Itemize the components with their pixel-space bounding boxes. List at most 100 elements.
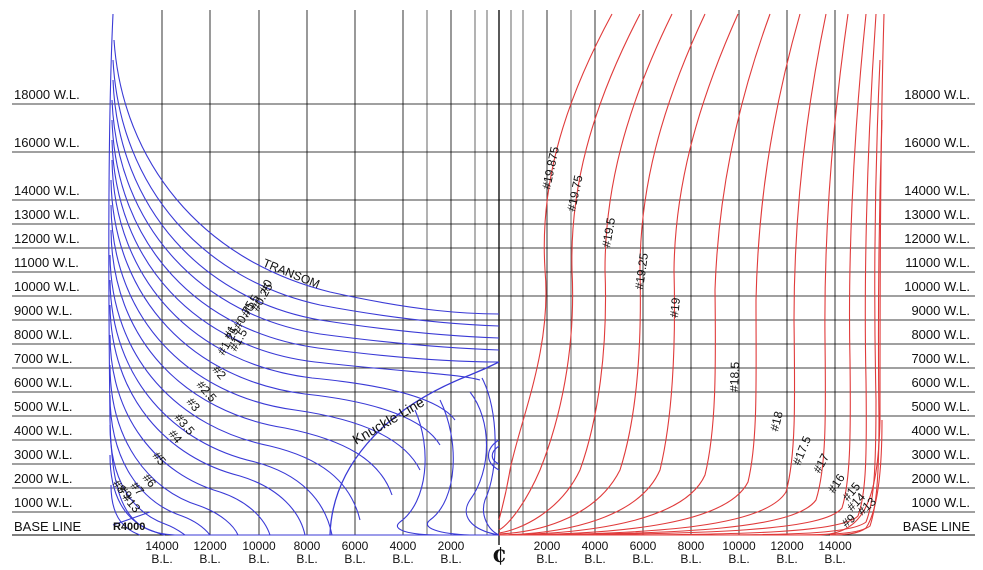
buttock-label-value: 4000 — [582, 539, 609, 553]
station-label-5: #5 — [150, 449, 170, 468]
buttock-label-unit: B.L. — [392, 552, 413, 565]
station-curve-16 — [498, 13, 867, 536]
station-curve-centre — [487, 439, 500, 471]
waterline-label: 6000 W.L. — [911, 375, 970, 390]
r4000-label: R4000 — [113, 521, 145, 533]
station-curve-9 — [829, 419, 883, 536]
station-curve-centre — [427, 399, 471, 536]
waterline-label: 1000 W.L. — [14, 495, 73, 510]
waterline-label: 12000 W.L. — [904, 231, 970, 246]
buttock-label-value: 2000 — [534, 539, 561, 553]
buttock-label-value: 6000 — [630, 539, 657, 553]
waterline-label: 8000 W.L. — [911, 327, 970, 342]
waterline-label: 14000 W.L. — [14, 183, 80, 198]
station-curve-18 — [498, 13, 801, 536]
waterline-label: 14000 W.L. — [904, 183, 970, 198]
buttock-label-unit: B.L. — [728, 552, 749, 565]
waterline-label: 7000 W.L. — [911, 351, 970, 366]
buttock-label-unit: B.L. — [199, 552, 220, 565]
station-label-17: #17 — [810, 451, 832, 476]
station-curve-9 — [109, 454, 166, 536]
waterline-label: 13000 W.L. — [904, 207, 970, 222]
buttock-label-value: 10000 — [242, 539, 276, 553]
waterline-label: 11000 W.L. — [905, 255, 970, 270]
station-curve-1 — [111, 139, 481, 381]
waterline-label: 18000 W.L. — [14, 87, 80, 102]
aft-station-labels: TRANSOM #0 #0.25 #0.5 #0.75 #1 #1.25 #1.… — [110, 256, 427, 533]
waterline-label: 8000 W.L. — [14, 327, 73, 342]
waterline-label: 11000 W.L. — [14, 255, 79, 270]
buttock-label-unit: B.L. — [584, 552, 605, 565]
waterline-labels-left: BASE LINE 1000 W.L. 2000 W.L. 3000 W.L. 4000… — [14, 87, 82, 534]
station-curve-7 — [109, 394, 211, 536]
station-label-9: #9 — [839, 511, 858, 531]
buttock-label-unit: B.L. — [151, 552, 172, 565]
station-curve-centre — [491, 445, 500, 465]
station-curve-centre — [397, 409, 441, 536]
buttock-label-unit: B.L. — [680, 552, 701, 565]
waterline-label: 5000 W.L. — [14, 399, 73, 414]
buttock-label-value: 6000 — [342, 539, 369, 553]
waterline-label: 4000 W.L. — [911, 423, 970, 438]
buttock-label-unit: B.L. — [248, 552, 269, 565]
station-curve-15 — [599, 13, 877, 536]
waterline-label: 4000 W.L. — [14, 423, 73, 438]
station-label-0: #0 — [256, 277, 275, 296]
waterline-label: 3000 W.L. — [14, 447, 73, 462]
buttock-grid — [161, 10, 836, 545]
buttock-label-value: 8000 — [678, 539, 705, 553]
waterline-label: BASE LINE — [903, 519, 971, 534]
station-curve-0.5 — [111, 99, 500, 351]
station-label-19: #19 — [667, 297, 683, 319]
waterline-label: 9000 W.L. — [911, 303, 970, 318]
buttock-label-value: 8000 — [294, 539, 321, 553]
station-curve-centre — [465, 391, 500, 536]
station-curve-transom — [113, 39, 500, 315]
aft-station-curves — [108, 13, 500, 536]
station-curve-3 — [109, 254, 361, 521]
station-curve-18.5 — [498, 13, 771, 536]
buttock-label-unit: B.L. — [296, 552, 317, 565]
buttock-label-value: 10000 — [722, 539, 756, 553]
station-curve-13 — [779, 119, 883, 536]
r4000-arc — [112, 511, 151, 526]
waterline-label: 2000 W.L. — [14, 471, 73, 486]
waterline-label: 6000 W.L. — [14, 375, 73, 390]
station-curve-17.5 — [498, 13, 827, 536]
station-curve-1.5 — [110, 179, 441, 446]
station-label-2: #2 — [210, 363, 230, 382]
buttock-label-value: 14000 — [818, 539, 852, 553]
waterline-label: 10000 W.L. — [14, 279, 80, 294]
station-curve-6 — [109, 364, 239, 536]
waterline-label: 18000 W.L. — [904, 87, 970, 102]
station-curve-0.25 — [112, 79, 500, 339]
station-curve-4 — [109, 304, 306, 536]
waterline-label: 10000 W.L. — [904, 279, 970, 294]
station-label-19.75: #19.75 — [564, 173, 585, 212]
buttock-label-unit: B.L. — [344, 552, 365, 565]
buttock-label-unit: B.L. — [536, 552, 557, 565]
station-curve-19.75 — [498, 13, 641, 531]
buttock-label-value: 4000 — [390, 539, 417, 553]
station-curve-19.875 — [498, 13, 613, 521]
fwd-station-curves — [498, 13, 885, 536]
buttock-label-value: 12000 — [770, 539, 804, 553]
station-curve-5 — [109, 334, 271, 536]
station-label-18.5: #18.5 — [727, 361, 742, 392]
waterline-label: 7000 W.L. — [14, 351, 73, 366]
buttock-labels-left: 14000B.L.12000B.L.10000B.L.8000B.L.6000B… — [145, 539, 464, 566]
waterline-label: 9000 W.L. — [14, 303, 73, 318]
centerline-symbol: ₵ — [492, 543, 506, 565]
buttock-label-unit: B.L. — [776, 552, 797, 565]
waterline-label: 1000 W.L. — [911, 495, 970, 510]
waterline-label: BASE LINE — [14, 519, 82, 534]
station-curve-2 — [110, 204, 421, 471]
waterline-label: 16000 W.L. — [14, 135, 80, 150]
buttock-label-unit: B.L. — [632, 552, 653, 565]
buttock-labels-right: 2000B.L.4000B.L.6000B.L.8000B.L.10000B.L… — [534, 539, 852, 566]
station-curve-centre — [481, 377, 500, 536]
station-label-19.5: #19.5 — [599, 216, 618, 248]
